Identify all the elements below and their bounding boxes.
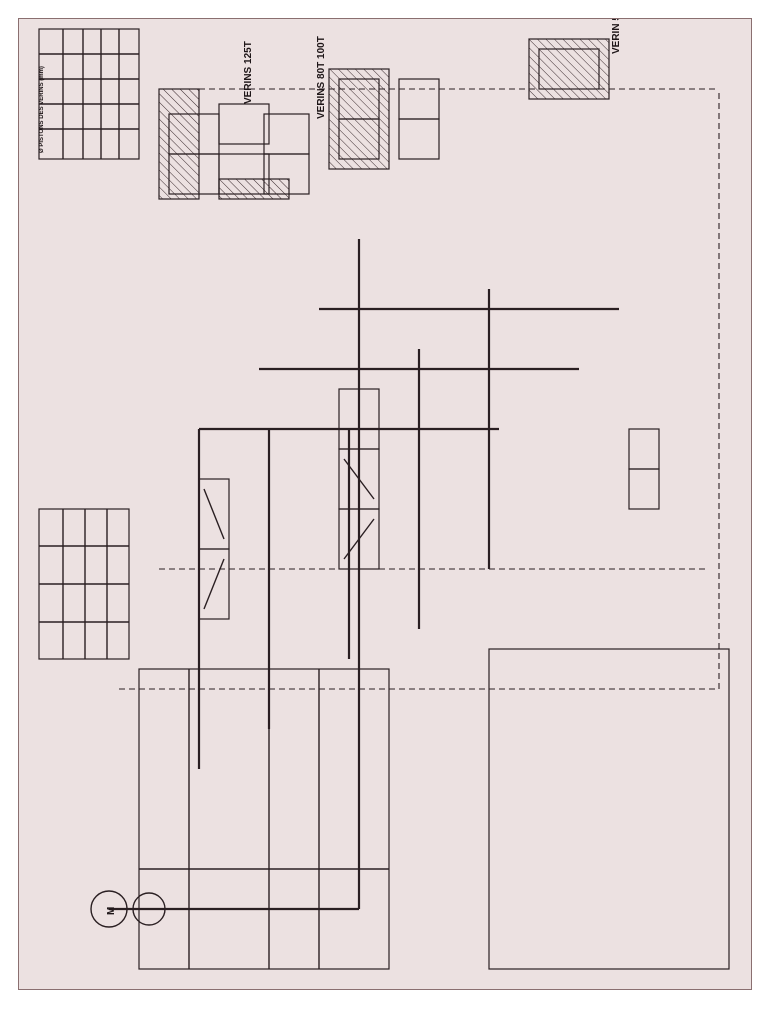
valve-evs bbox=[628, 428, 660, 510]
piston-table-title: Ø PISTONS DES VERINS (mm) bbox=[39, 66, 45, 153]
motor-pump: M bbox=[90, 890, 166, 928]
motor-label: M bbox=[106, 907, 117, 915]
cylinder-block-125t: VERINS 125T bbox=[158, 41, 310, 200]
cylinder-50-title: VERIN 50T bbox=[611, 19, 622, 54]
drawing-sheet: Ø PISTONS DES VERINS (mm) VERINS 125T VE… bbox=[18, 18, 752, 990]
truth-table bbox=[488, 648, 730, 970]
hydraulic-schematic: Ø PISTONS DES VERINS (mm) VERINS 125T VE… bbox=[38, 19, 730, 970]
pipe-network bbox=[109, 88, 720, 911]
piston-diameter-table: Ø PISTONS DES VERINS (mm) bbox=[38, 28, 140, 160]
title-block bbox=[138, 668, 390, 970]
valve-eve-evr bbox=[198, 478, 230, 620]
valve-evm-evd bbox=[338, 388, 380, 570]
flow-table bbox=[38, 508, 130, 660]
cylinder-125-title: VERINS 125T bbox=[243, 41, 254, 104]
cylinder-block-80-100t: VERINS 80T 100T bbox=[316, 36, 440, 170]
cylinder-80-100-title: VERINS 80T 100T bbox=[316, 36, 327, 119]
cylinder-block-50t: VERIN 50T bbox=[528, 19, 622, 100]
